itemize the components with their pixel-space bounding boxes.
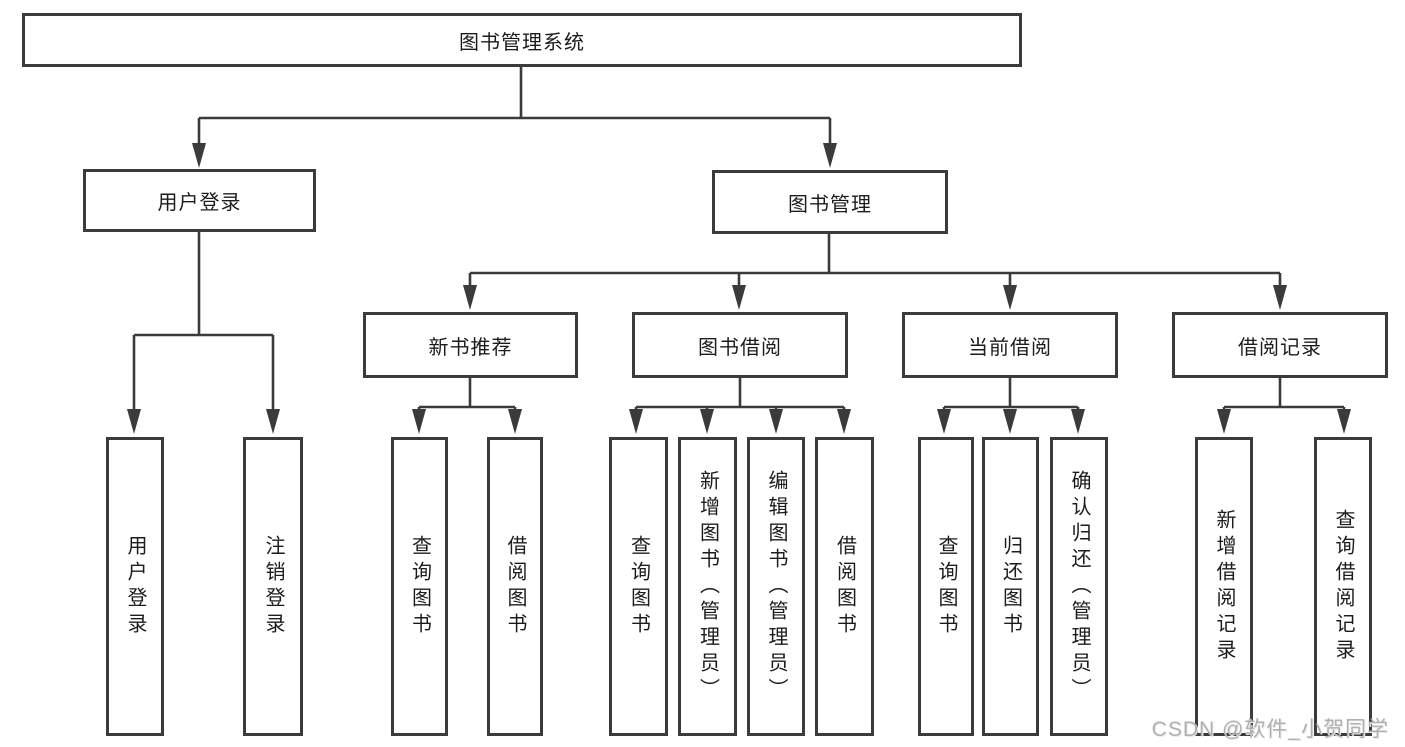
node-leaf-query-books-2: 查询图书: [609, 437, 668, 736]
node-borrow-records-label: 借阅记录: [1238, 336, 1322, 359]
node-book-management-label: 图书管理: [788, 193, 872, 216]
node-leaf-add-books-admin: 新增图书（管理员）: [678, 437, 737, 736]
watermark: CSDN @软件_小贺同学: [1151, 718, 1389, 741]
node-leaf-query-borrow-record-label: 查询借阅记录: [1332, 508, 1354, 665]
node-borrow-records: 借阅记录: [1172, 312, 1388, 378]
node-leaf-borrow-books-2-label: 借阅图书: [833, 534, 856, 639]
node-new-book-recommend: 新书推荐: [363, 312, 578, 378]
node-leaf-query-books-1: 查询图书: [391, 437, 448, 736]
node-leaf-add-books-admin-label: 新增图书（管理员）: [696, 469, 719, 704]
node-leaf-borrow-books-2: 借阅图书: [815, 437, 874, 736]
node-leaf-user-login: 用户登录: [106, 437, 164, 736]
node-leaf-logout: 注销登录: [243, 437, 303, 736]
node-current-borrow-label: 当前借阅: [968, 336, 1052, 359]
node-leaf-confirm-return-admin-label: 确认归还（管理员）: [1068, 469, 1090, 704]
node-leaf-query-borrow-record: 查询借阅记录: [1314, 437, 1372, 736]
node-book-borrow: 图书借阅: [632, 312, 848, 378]
node-leaf-query-books-3-label: 查询图书: [935, 534, 957, 639]
node-leaf-logout-label: 注销登录: [262, 534, 284, 639]
node-leaf-borrow-books-1: 借阅图书: [487, 437, 543, 736]
node-leaf-return-books-label: 归还图书: [999, 534, 1022, 639]
node-leaf-user-login-label: 用户登录: [124, 534, 146, 639]
node-leaf-return-books: 归还图书: [982, 437, 1039, 736]
arrowheads: [127, 143, 1351, 434]
node-library-system-label: 图书管理系统: [459, 31, 585, 54]
node-leaf-borrow-books-1-label: 借阅图书: [504, 534, 526, 639]
node-leaf-confirm-return-admin: 确认归还（管理员）: [1050, 437, 1108, 736]
node-book-management: 图书管理: [712, 170, 948, 234]
node-book-borrow-label: 图书借阅: [698, 336, 782, 359]
node-leaf-edit-books-admin: 编辑图书（管理员）: [747, 437, 805, 736]
node-leaf-query-books-2-label: 查询图书: [627, 534, 650, 639]
node-leaf-add-borrow-record-label: 新增借阅记录: [1213, 508, 1235, 665]
node-new-book-recommend-label: 新书推荐: [428, 336, 513, 359]
node-current-borrow: 当前借阅: [902, 312, 1118, 378]
node-user-login-label: 用户登录: [157, 192, 242, 214]
node-leaf-edit-books-admin-label: 编辑图书（管理员）: [765, 469, 787, 704]
node-user-login: 用户登录: [83, 169, 316, 232]
node-leaf-query-books-1-label: 查询图书: [408, 534, 431, 639]
node-leaf-add-borrow-record: 新增借阅记录: [1195, 437, 1253, 736]
node-library-system: 图书管理系统: [22, 13, 1022, 67]
node-leaf-query-books-3: 查询图书: [918, 437, 974, 736]
